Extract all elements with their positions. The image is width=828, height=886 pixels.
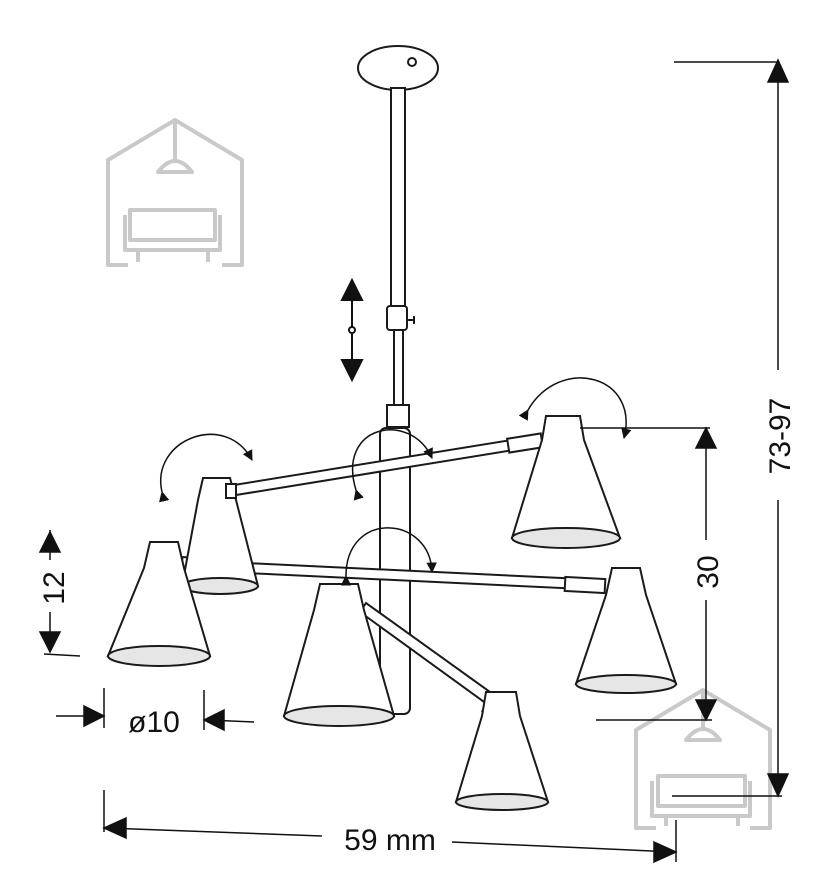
ceiling-canopy <box>357 45 439 91</box>
lamp-shade <box>510 415 622 549</box>
lamp-shade <box>574 567 678 694</box>
height-range-label: 73-97 <box>764 398 797 475</box>
rotation-arrow-icon <box>158 377 632 586</box>
dimension-lines <box>38 58 790 864</box>
arm-drop-label: 30 <box>692 555 725 588</box>
lamp-shade <box>106 541 212 667</box>
total-width-label: 59 mm <box>344 824 436 857</box>
house-lamp-sofa-icon <box>106 118 244 267</box>
pendant-lamp <box>106 45 678 811</box>
house-lamp-sofa-icon <box>634 688 772 830</box>
lamp-shade <box>282 583 396 727</box>
suspension-rod <box>390 87 406 317</box>
vertical-adjust-icon <box>340 277 364 383</box>
lamp-shade <box>180 477 260 595</box>
shade-diameter-label: ø10 <box>128 706 180 739</box>
lamp-shade <box>454 691 550 811</box>
shade-height-label: 12 <box>38 571 71 604</box>
